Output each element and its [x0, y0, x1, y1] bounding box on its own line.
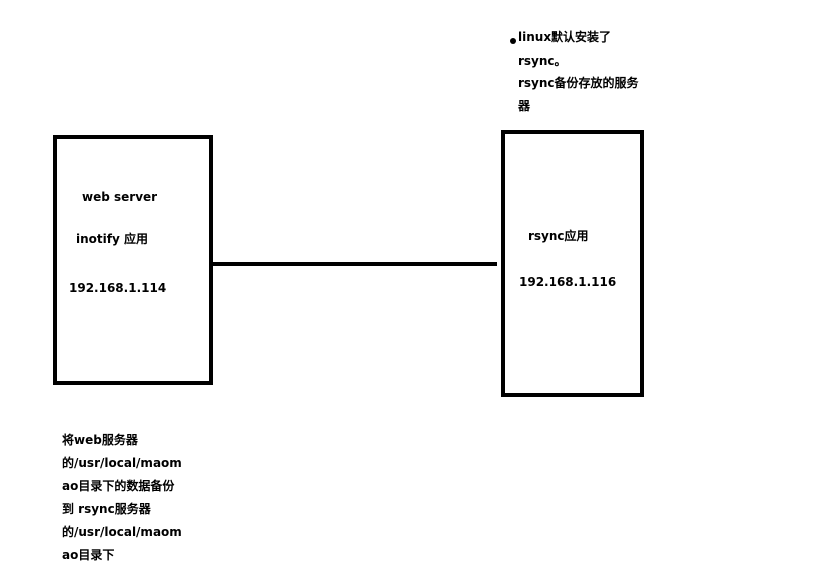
- top-note-line: rsync备份存放的服务: [518, 76, 639, 90]
- rsync-app-label: rsync应用: [528, 229, 589, 243]
- web-server-app-label: inotify 应用: [76, 232, 148, 246]
- top-note-line: 器: [518, 99, 531, 113]
- bottom-note-line: 的/usr/local/maom: [62, 456, 182, 470]
- web-server-ip: 192.168.1.114: [69, 281, 167, 295]
- rsync-server-ip: 192.168.1.116: [519, 275, 617, 289]
- web-server-box: [53, 135, 213, 385]
- rsync-server-box: [501, 130, 644, 397]
- bottom-note-line: 到 rsync服务器: [62, 502, 151, 516]
- top-note-line: rsync。: [518, 54, 567, 68]
- bottom-note-line: ao目录下: [62, 548, 115, 562]
- connection-line: [213, 262, 497, 266]
- bottom-note-line: ao目录下的数据备份: [62, 479, 175, 493]
- bottom-note-line: 将web服务器: [62, 433, 138, 447]
- bottom-note-line: 的/usr/local/maom: [62, 525, 182, 539]
- top-note-line: linux默认安装了: [518, 30, 612, 44]
- bullet-icon: [510, 38, 516, 44]
- web-server-title: web server: [82, 190, 158, 204]
